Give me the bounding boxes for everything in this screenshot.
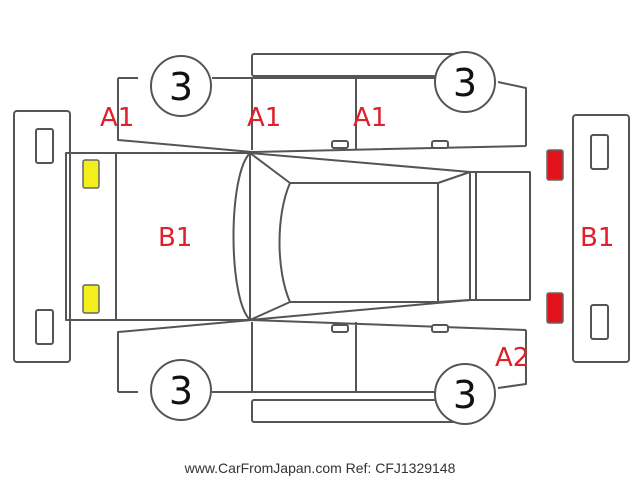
rear-bumper xyxy=(572,114,630,363)
left-side-profile xyxy=(117,77,527,153)
damage-code-front-left-fender: A1 xyxy=(100,103,134,133)
headlamp-left xyxy=(82,159,100,189)
taillamp-right xyxy=(546,292,564,324)
damage-code-rear-left-door: A1 xyxy=(353,103,387,133)
headlamp-right xyxy=(82,284,100,314)
tire-score: 3 xyxy=(169,65,193,109)
front-bumper xyxy=(13,110,71,363)
roof-rail-bottom xyxy=(251,399,461,423)
tire-rear-right: 3 xyxy=(434,363,496,425)
damage-code-rear-right-quarter: A2 xyxy=(495,343,529,373)
car-top-view xyxy=(65,152,531,321)
watermark-text: www.CarFromJapan.com Ref: CFJ1329148 xyxy=(184,460,456,476)
tire-score: 3 xyxy=(453,373,477,417)
tire-front-right: 3 xyxy=(150,359,212,421)
taillamps xyxy=(546,149,564,324)
tire-score: 3 xyxy=(169,369,193,413)
damage-code-front-left-door: A1 xyxy=(247,103,281,133)
tire-rear-left: 3 xyxy=(434,51,496,113)
roof-rail-top xyxy=(251,53,461,77)
damage-code-hood: B1 xyxy=(158,223,192,253)
damage-code-tailgate: B1 xyxy=(580,223,614,253)
tire-score: 3 xyxy=(453,61,477,105)
right-side-profile xyxy=(117,319,527,393)
taillamp-left xyxy=(546,149,564,181)
headlamps xyxy=(82,159,100,314)
tire-front-left: 3 xyxy=(150,55,212,117)
